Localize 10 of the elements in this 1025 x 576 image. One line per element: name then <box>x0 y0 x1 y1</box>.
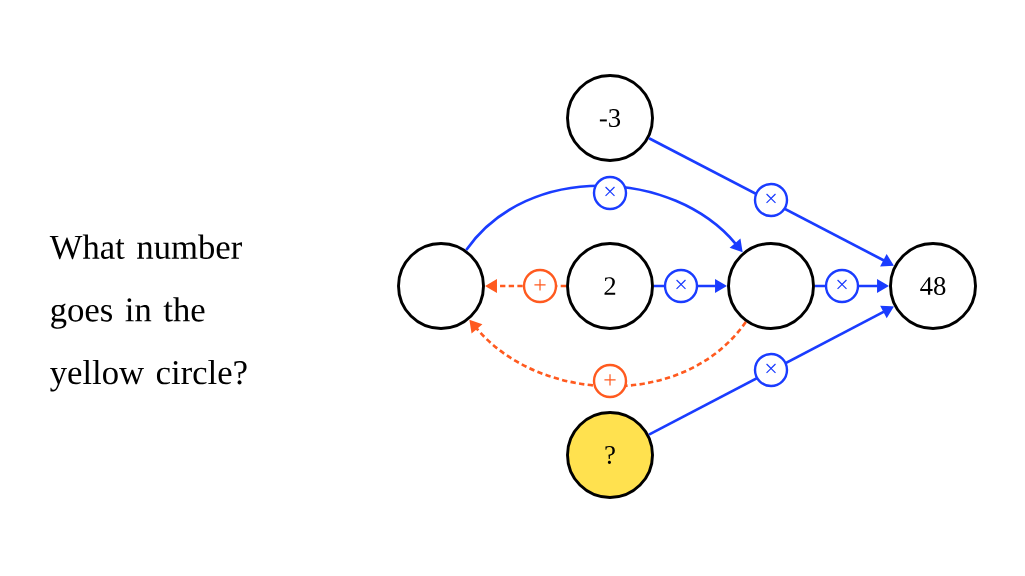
empty-circle <box>397 242 485 330</box>
operator-label: × <box>753 352 789 388</box>
empty-circle <box>727 242 815 330</box>
operator-label: × <box>663 268 699 304</box>
question-text: What number goes in the yellow circle? <box>49 234 247 392</box>
operator-label: + <box>522 268 558 304</box>
operator-label: × <box>592 175 628 211</box>
operator-label: × <box>824 268 860 304</box>
operator-label: × <box>753 182 789 218</box>
operator-label: + <box>592 363 628 399</box>
